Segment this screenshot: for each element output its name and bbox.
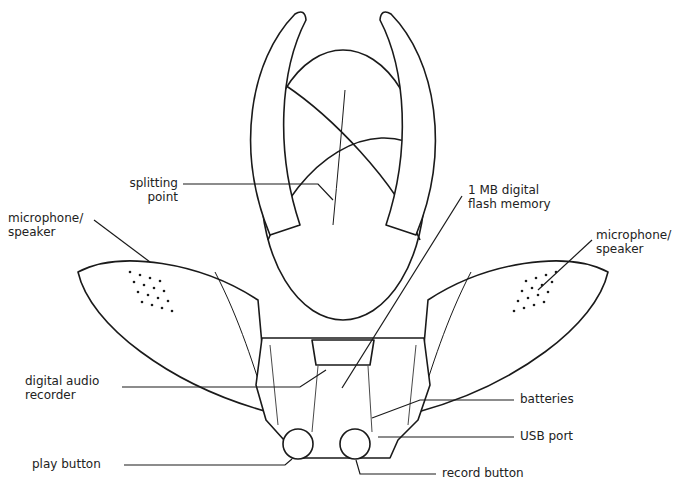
leader-line bbox=[342, 196, 462, 388]
speaker-hole bbox=[153, 287, 156, 290]
speaker-hole bbox=[163, 290, 166, 293]
right-horn bbox=[380, 12, 435, 235]
right-wing bbox=[418, 261, 608, 412]
speaker-hole bbox=[151, 304, 154, 307]
speaker-hole bbox=[533, 304, 536, 307]
speaker-hole bbox=[159, 280, 162, 283]
speaker-hole bbox=[537, 294, 540, 297]
speaker-hole bbox=[171, 310, 174, 313]
part-label: microphone/ speaker bbox=[8, 211, 94, 240]
speaker-hole bbox=[547, 291, 550, 294]
record-button bbox=[340, 429, 370, 459]
part-label: microphone/ speaker bbox=[596, 228, 680, 257]
speaker-hole bbox=[137, 291, 140, 294]
leader-line bbox=[122, 370, 326, 387]
left-wing bbox=[78, 261, 268, 412]
splitting-line bbox=[333, 90, 345, 225]
speaker-hole bbox=[521, 290, 524, 293]
speaker-hole bbox=[133, 281, 136, 284]
speaker-hole bbox=[147, 294, 150, 297]
leader-line bbox=[124, 459, 292, 465]
speaker-hole bbox=[157, 297, 160, 300]
speaker-hole bbox=[531, 287, 534, 290]
battery-line bbox=[368, 366, 372, 432]
leader-line bbox=[378, 436, 514, 437]
leader-line bbox=[183, 184, 333, 200]
speaker-hole bbox=[527, 297, 530, 300]
part-label: digital audio recorder bbox=[25, 374, 121, 403]
leader-line bbox=[538, 240, 592, 290]
part-label: record button bbox=[442, 466, 524, 480]
speaker-hole bbox=[139, 274, 142, 277]
speaker-hole bbox=[551, 281, 554, 284]
leader-line bbox=[372, 400, 514, 418]
speaker-hole bbox=[525, 280, 528, 283]
speaker-hole bbox=[523, 307, 526, 310]
speaker-hole bbox=[545, 274, 548, 277]
speaker-holes bbox=[129, 271, 558, 313]
part-label: batteries bbox=[520, 392, 574, 406]
speaker-hole bbox=[129, 271, 132, 274]
part-label: USB port bbox=[520, 429, 573, 443]
leader-line bbox=[94, 220, 150, 262]
leader-line bbox=[356, 460, 436, 474]
speaker-hole bbox=[143, 284, 146, 287]
speaker-hole bbox=[543, 301, 546, 304]
speaker-hole bbox=[149, 277, 152, 280]
play-button bbox=[283, 429, 313, 459]
part-label: splitting point bbox=[108, 176, 178, 205]
speaker-hole bbox=[167, 300, 170, 303]
part-label: play button bbox=[32, 457, 101, 471]
thorax bbox=[256, 338, 430, 458]
speaker-hole bbox=[513, 310, 516, 313]
speaker-hole bbox=[535, 277, 538, 280]
speaker-hole bbox=[161, 307, 164, 310]
left-horn bbox=[251, 12, 306, 235]
speaker-hole bbox=[517, 300, 520, 303]
speaker-hole bbox=[141, 301, 144, 304]
inner-line bbox=[270, 345, 416, 425]
part-label: 1 MB digital flash memory bbox=[468, 183, 568, 212]
